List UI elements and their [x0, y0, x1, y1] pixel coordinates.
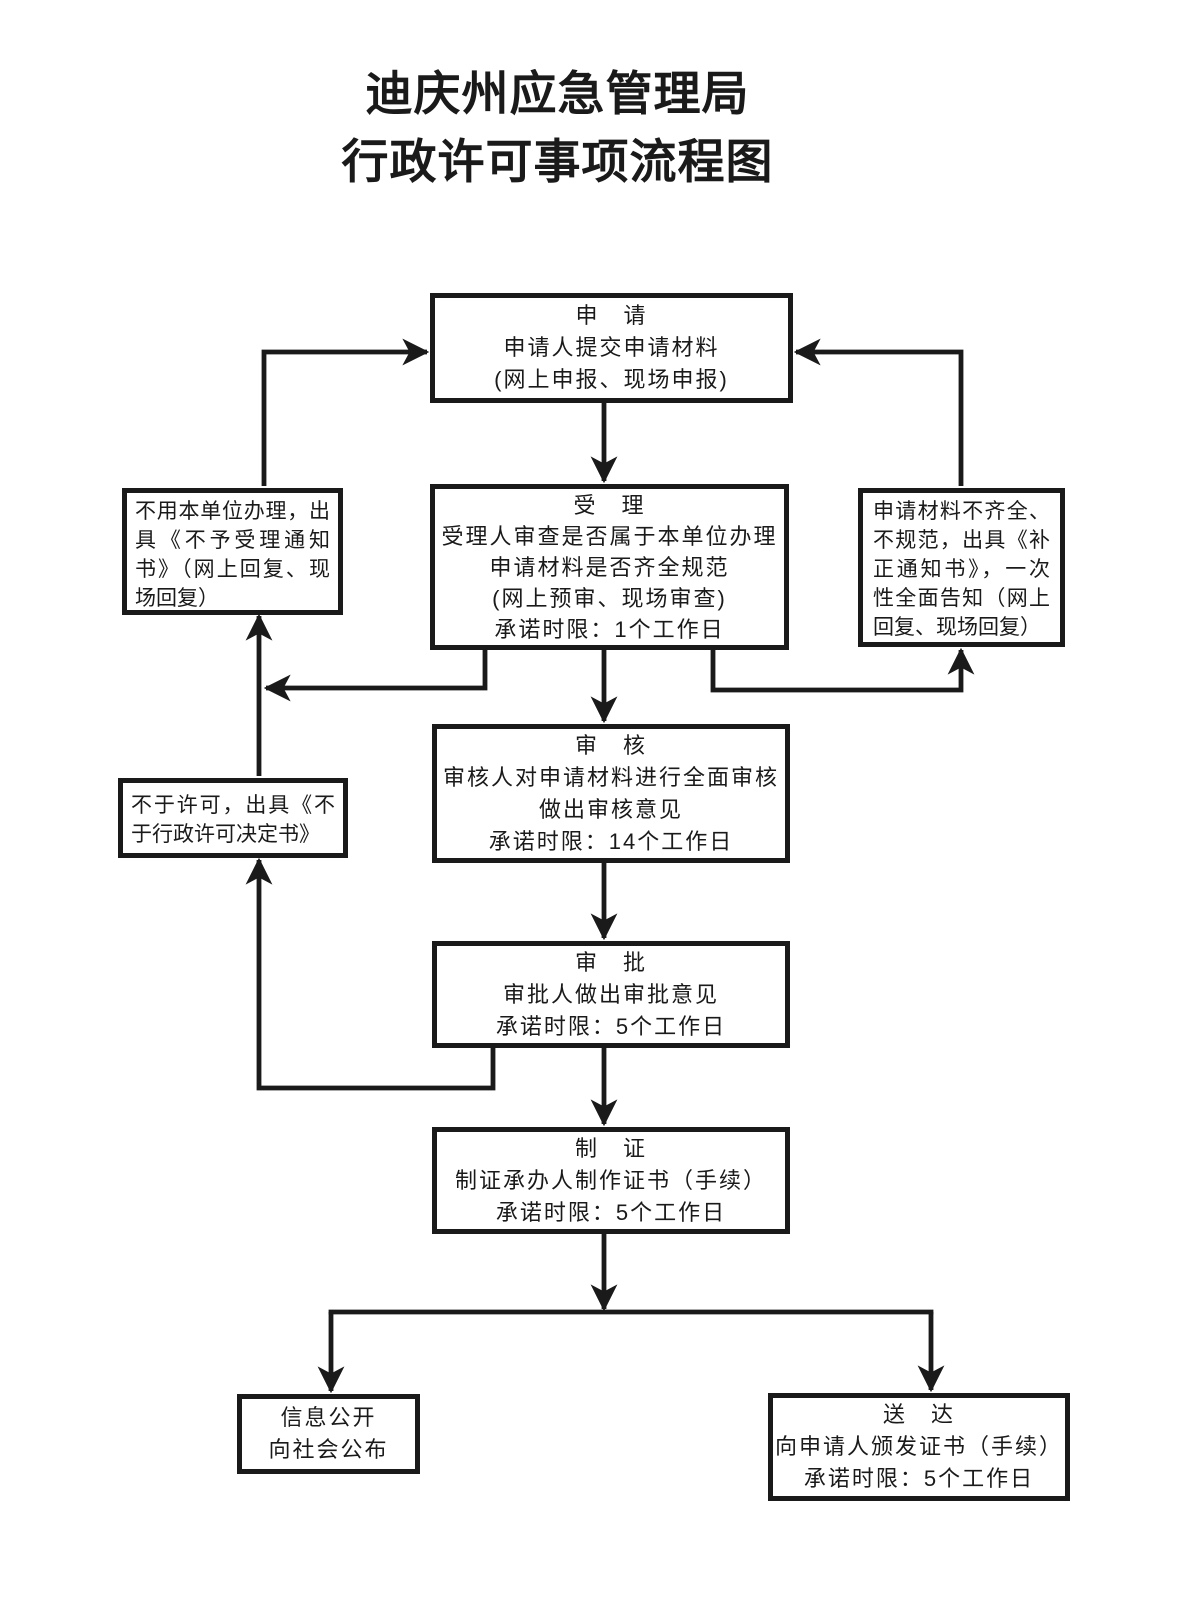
box-heading: 申 请 [575, 303, 648, 328]
box-line: 向社会公布 [268, 1437, 389, 1462]
flow-box-apply: 申 请 申请人提交申请材料 (网上申报、现场申报) [430, 293, 793, 403]
box-heading: 审 批 [574, 949, 647, 975]
title-line-1: 迪庆州应急管理局 [365, 67, 750, 120]
box-line: 承诺时限：5个工作日 [495, 1013, 727, 1039]
box-line: 申请材料是否齐全规范 [489, 554, 730, 580]
arrow-accept-to-supplement [710, 647, 975, 693]
box-line: 审批人做出审批意见 [502, 981, 719, 1007]
flow-box-disclosure: 信息公开 向社会公布 [237, 1394, 420, 1474]
arrow-approve-to-deny [245, 857, 496, 1091]
arrow-supplement-to-apply [793, 338, 964, 486]
box-line: 承诺时限：14个工作日 [488, 828, 734, 854]
flow-box-certificate: 制 证 制证承办人制作证书（手续） 承诺时限：5个工作日 [432, 1127, 790, 1234]
box-line: 做出审核意见 [538, 796, 683, 822]
box-line: 申请人提交申请材料 [503, 335, 720, 360]
box-text: 不于许可，出具《不于行政许可决定书》 [131, 794, 335, 846]
box-heading: 送 达 [882, 1402, 955, 1427]
box-line: 承诺时限：1个工作日 [494, 616, 725, 642]
box-heading: 审 核 [574, 732, 647, 758]
flow-box-deny-decision: 不于许可，出具《不于行政许可决定书》 [118, 778, 348, 858]
box-heading: 制 证 [574, 1135, 647, 1161]
title-line-2: 行政许可事项流程图 [341, 135, 774, 188]
page-title: 迪庆州应急管理局 行政许可事项流程图 [0, 60, 1115, 196]
flow-box-delivery: 送 达 向申请人颁发证书（手续） 承诺时限：5个工作日 [768, 1393, 1070, 1501]
flow-box-not-accept-notice: 不用本单位办理，出具《不予受理通知书》（网上回复、现场回复） [122, 488, 343, 615]
box-line: 受理人审查是否属于本单位办理 [441, 523, 778, 549]
box-line: 审核人对申请材料进行全面审核 [442, 764, 779, 790]
arrow-accept-to-not-accept [263, 648, 488, 702]
flow-box-review: 审 核 审核人对申请材料进行全面审核 做出审核意见 承诺时限：14个工作日 [432, 724, 790, 863]
box-line: 制证承办人制作证书（手续） [454, 1167, 767, 1193]
flow-box-accept: 受 理 受理人审查是否属于本单位办理 申请材料是否齐全规范 (网上预审、现场审查… [430, 484, 789, 650]
arrow-not-accept-to-apply [261, 338, 430, 486]
box-line: (网上预审、现场审查) [492, 585, 727, 611]
box-line: 承诺时限：5个工作日 [803, 1466, 1035, 1491]
box-line: 承诺时限：5个工作日 [495, 1199, 727, 1225]
flow-box-approve: 审 批 审批人做出审批意见 承诺时限：5个工作日 [432, 941, 790, 1048]
box-line: 信息公开 [280, 1405, 377, 1430]
box-heading: 受 理 [573, 492, 646, 518]
box-text: 申请材料不齐全、不规范，出具《补正通知书》，一次性全面告知（网上回复、现场回复） [873, 500, 1050, 639]
box-text: 不用本单位办理，出具《不予受理通知书》（网上回复、现场回复） [135, 500, 330, 610]
flow-box-supplement-notice: 申请材料不齐全、不规范，出具《补正通知书》，一次性全面告知（网上回复、现场回复） [858, 488, 1065, 647]
box-line: (网上申报、现场申报) [494, 367, 729, 392]
box-line: 向申请人颁发证书（手续） [774, 1434, 1063, 1459]
